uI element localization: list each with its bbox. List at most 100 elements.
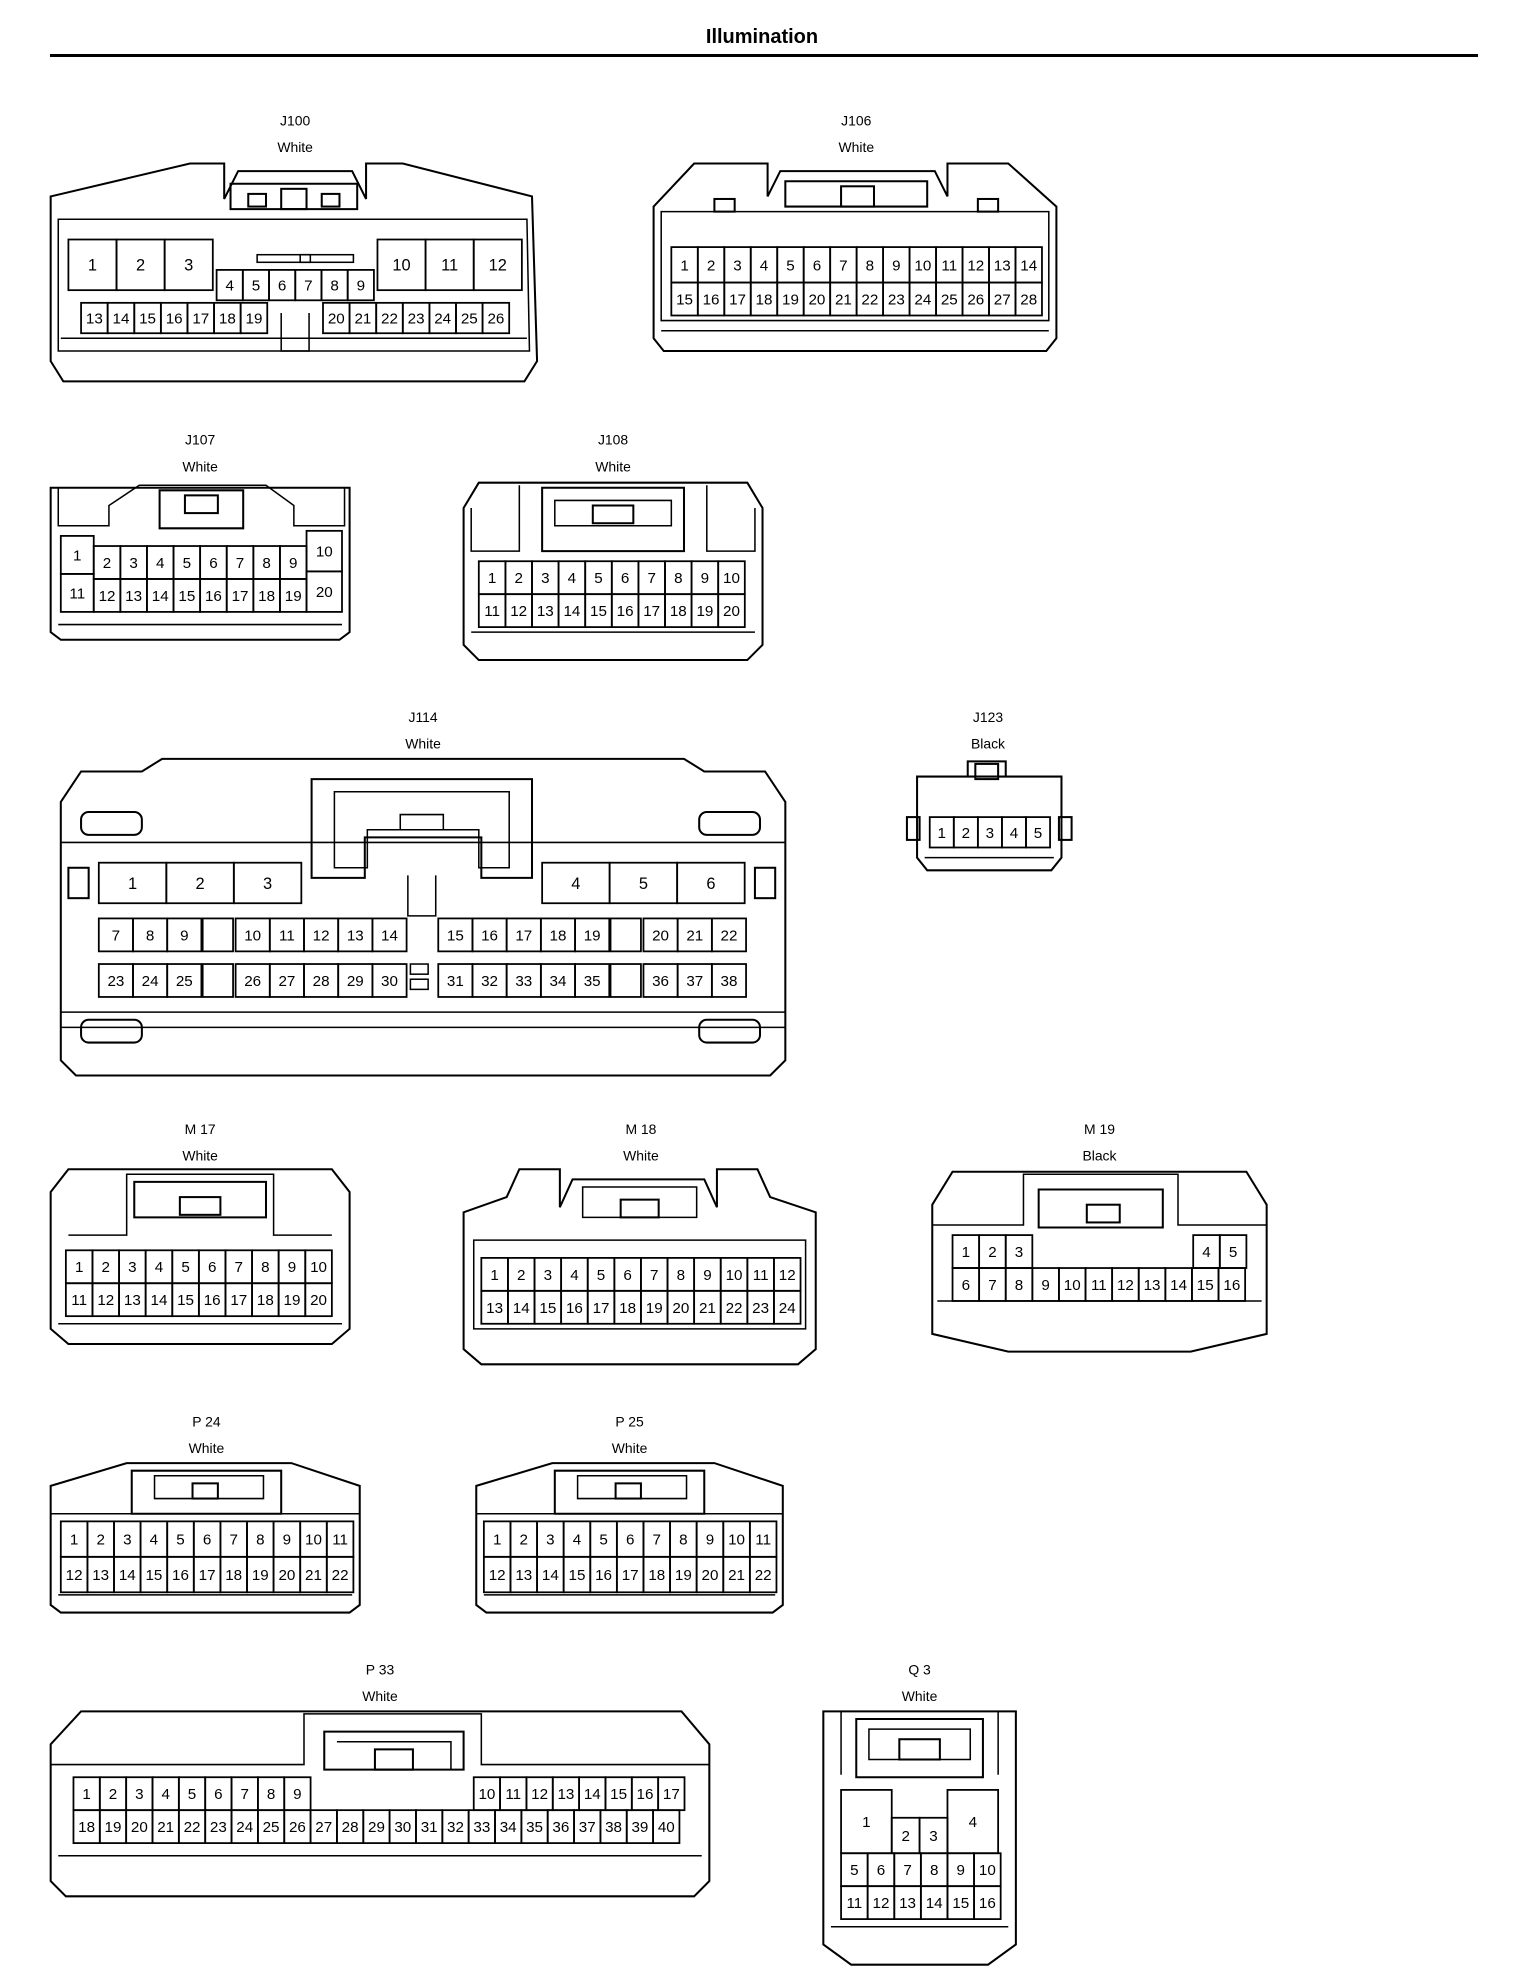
pin-number: 4: [969, 1814, 977, 1831]
pin-number: 13: [557, 1786, 574, 1803]
pin-number: 10: [478, 1786, 495, 1803]
pin-number: 16: [172, 1567, 189, 1584]
connector-id-label: J108: [598, 432, 628, 448]
pin-number: 11: [753, 1267, 769, 1284]
pin-number: 13: [86, 311, 103, 328]
pin-number: 18: [648, 1567, 665, 1584]
pin-number: 7: [235, 1259, 243, 1276]
pin-number: 2: [520, 1532, 528, 1549]
pin-number: 3: [1015, 1244, 1023, 1261]
pin-number: 32: [481, 973, 498, 990]
pin-number: 26: [289, 1819, 306, 1836]
pin-cavity: [717, 593, 746, 628]
connector-color-label: White: [182, 458, 218, 474]
pin-number: 12: [1117, 1277, 1134, 1294]
pin-number: 15: [676, 292, 693, 309]
pin-number: 16: [204, 1292, 221, 1309]
pin-number: 10: [728, 1532, 745, 1549]
pin-number: 21: [354, 311, 371, 328]
pin-number: 14: [926, 1895, 943, 1912]
pin-number: 3: [929, 1828, 937, 1845]
latch-inner: [333, 791, 510, 869]
pin-number: 9: [283, 1532, 291, 1549]
pin-number: 4: [570, 1267, 578, 1284]
pin-number: 11: [71, 1292, 87, 1309]
pin-cavity: [710, 917, 747, 953]
pin-number: 20: [131, 1819, 148, 1836]
connector-id-label: J123: [973, 709, 1003, 725]
pin-number: 8: [930, 1862, 938, 1879]
latch-tab: [178, 1196, 222, 1216]
pin-number: 15: [139, 311, 156, 328]
pin-cavity: [163, 238, 214, 292]
connector-id-label: M 18: [625, 1121, 656, 1137]
pin-number: 12: [873, 1895, 890, 1912]
pin-number: 11: [755, 1532, 771, 1549]
pin-number: 5: [1229, 1244, 1237, 1261]
housing-latch: [158, 489, 245, 530]
pin-number: 11: [441, 257, 458, 275]
pin-number: 5: [183, 555, 191, 572]
pin-number: 17: [729, 292, 746, 309]
connector-housing: [916, 775, 1063, 872]
pin-number: 1: [493, 1532, 501, 1549]
pin-number: 21: [686, 927, 703, 944]
pin-cavity: [304, 1282, 333, 1318]
pin-number: 4: [161, 1786, 169, 1803]
pin-number: 17: [515, 927, 532, 944]
pin-number: 34: [500, 1819, 517, 1836]
pin-number: 19: [646, 1300, 663, 1317]
pin-number: 23: [210, 1819, 227, 1836]
housing-latch: [553, 1469, 706, 1515]
pin-number: 31: [421, 1819, 438, 1836]
pin-cavity: [676, 861, 746, 905]
key-post: [407, 875, 437, 917]
pin-number: 19: [584, 927, 601, 944]
pin-number: 10: [723, 570, 740, 587]
pin-number: 5: [850, 1862, 858, 1879]
connector-color-label: White: [623, 1147, 659, 1163]
latch-tab: [183, 494, 219, 515]
connector-id-label: P 24: [192, 1413, 221, 1429]
pin-number: 27: [315, 1819, 332, 1836]
pin-number: 1: [680, 257, 688, 274]
pin-number: 15: [178, 588, 195, 605]
pin-number: 15: [610, 1786, 627, 1803]
pin-number: 6: [214, 1786, 222, 1803]
pin-number: 15: [569, 1567, 586, 1584]
pin-number: 1: [73, 547, 81, 564]
housing-side-rails: [840, 1711, 999, 1775]
pin-number: 2: [96, 1532, 104, 1549]
latch-tab: [974, 762, 1000, 781]
pin-number: 5: [597, 1267, 605, 1284]
pin-number: 1: [88, 257, 97, 275]
latch-inner: [868, 1728, 972, 1761]
pin-number: 7: [839, 257, 847, 274]
pin-number: 21: [728, 1567, 745, 1584]
pin-cavity: [232, 861, 303, 905]
pin-number: 6: [623, 1267, 631, 1284]
pin-number: 24: [779, 1300, 796, 1317]
pin-number: 16: [166, 311, 183, 328]
pin-number: 23: [888, 292, 905, 309]
pin-number: 18: [670, 603, 687, 620]
pin-cavity: [371, 917, 408, 953]
pin-number: 38: [605, 1819, 622, 1836]
connector-housing: [822, 1710, 1017, 1966]
pin-number: 4: [573, 1532, 581, 1549]
pin-number: 13: [124, 1292, 141, 1309]
connector-color-label: White: [189, 1440, 225, 1456]
page-title: Illumination: [705, 26, 819, 48]
pin-number: 26: [967, 292, 984, 309]
pin-number: 20: [278, 1567, 295, 1584]
pin-number: 13: [515, 1567, 532, 1584]
pin-number: 32: [447, 1819, 464, 1836]
pin-number: 12: [489, 1567, 506, 1584]
pin-number: 9: [957, 1862, 965, 1879]
